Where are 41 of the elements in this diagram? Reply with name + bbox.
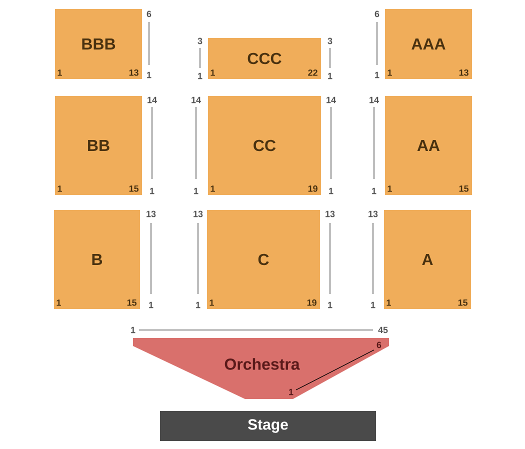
row-number: 1 bbox=[150, 188, 154, 194]
seat-number: 13 bbox=[459, 69, 468, 76]
row-number: 1 bbox=[194, 188, 198, 194]
seat-number: 22 bbox=[308, 70, 318, 76]
row-number: 14 bbox=[370, 96, 379, 104]
row-number: 1 bbox=[371, 302, 376, 308]
row-number: 1 bbox=[289, 388, 294, 396]
row-number: 1 bbox=[131, 326, 136, 334]
seat-number: 1 bbox=[58, 70, 62, 76]
seat-number: 1 bbox=[388, 70, 392, 76]
seat-number: 1 bbox=[210, 300, 214, 306]
seat-number: 19 bbox=[307, 299, 316, 306]
row-number: 1 bbox=[375, 72, 380, 78]
seat-number: 15 bbox=[129, 186, 139, 192]
stage: Stage bbox=[160, 410, 376, 441]
row-number: 13 bbox=[146, 210, 156, 218]
row-number: 14 bbox=[326, 96, 336, 104]
row-number: 1 bbox=[372, 188, 376, 194]
seat-number: 1 bbox=[210, 70, 215, 76]
seat-number: 1 bbox=[386, 300, 391, 306]
row-number: 6 bbox=[376, 342, 382, 348]
row-number: 1 bbox=[147, 72, 152, 78]
row-number: 1 bbox=[329, 188, 334, 194]
seat-number: 1 bbox=[388, 186, 392, 192]
seat-number: 1 bbox=[56, 300, 61, 306]
row-number: 45 bbox=[378, 326, 388, 334]
row-number: 1 bbox=[149, 302, 154, 308]
row-number: 14 bbox=[192, 96, 201, 104]
seat-number: 15 bbox=[458, 300, 468, 306]
seat-number: 13 bbox=[129, 69, 138, 76]
row-number: 1 bbox=[328, 72, 332, 80]
seat-number: 19 bbox=[308, 185, 318, 192]
row-number: 13 bbox=[368, 210, 378, 218]
row-number: 13 bbox=[326, 210, 335, 218]
seat-number: 1 bbox=[210, 186, 215, 192]
seat-number: 15 bbox=[459, 186, 469, 192]
seat-number: 15 bbox=[127, 300, 137, 306]
row-number: 1 bbox=[198, 72, 202, 80]
seat-number: 1 bbox=[58, 186, 62, 192]
row-number: 13 bbox=[194, 210, 203, 218]
row-number: 14 bbox=[148, 96, 157, 104]
